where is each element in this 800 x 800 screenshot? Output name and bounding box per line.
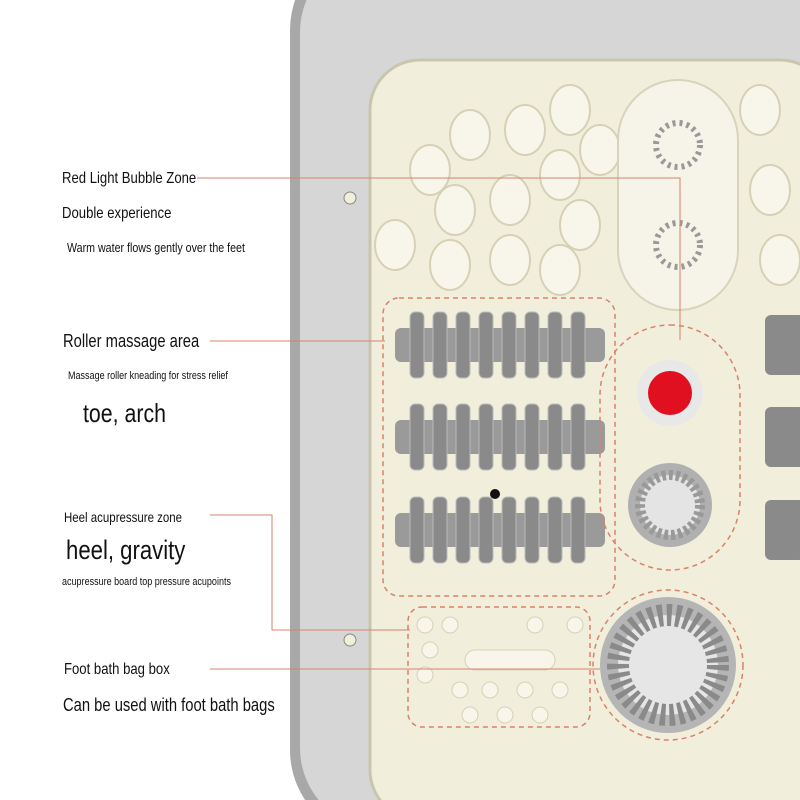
bag-box-title: Foot bath bag box (64, 661, 170, 678)
roller-disc (409, 496, 425, 564)
roller-disc (547, 496, 563, 564)
heel-title: Heel acupressure zone (64, 509, 183, 525)
roller-disc (409, 311, 425, 379)
bubble-zone-pad (617, 79, 739, 311)
roller-disc (501, 311, 517, 379)
massage-stone (579, 124, 621, 176)
bag-box-detail: Can be used with foot bath bags (63, 695, 275, 715)
roller-disc (455, 311, 471, 379)
red-light-outline (599, 324, 741, 571)
roller-disc (524, 496, 540, 564)
roller-disc (524, 403, 540, 471)
drain-grille (635, 470, 705, 540)
bag-box-outline (592, 589, 744, 741)
roller-disc (409, 403, 425, 471)
nub (421, 641, 439, 659)
red-light (648, 371, 692, 415)
massage-stone (559, 199, 601, 251)
roller-disc (547, 403, 563, 471)
massage-stone (504, 104, 546, 156)
massage-stone (489, 234, 531, 286)
heel-highlight: heel, gravity (66, 535, 186, 565)
nub (566, 616, 584, 634)
nub (481, 681, 499, 699)
rivet (343, 191, 357, 205)
nub (416, 616, 434, 634)
nub (516, 681, 534, 699)
rivet (343, 633, 357, 647)
roller-right (765, 315, 800, 375)
massage-stone (539, 149, 581, 201)
leader-red-light (197, 177, 681, 340)
roller-zone-outline (382, 297, 616, 597)
roller-disc (570, 496, 586, 564)
roller-disc (524, 311, 540, 379)
roller-disc (501, 496, 517, 564)
roller-disc (478, 496, 494, 564)
roller-disc (455, 403, 471, 471)
bubble-vent (653, 120, 703, 170)
red-light-subtitle: Double experience (62, 205, 172, 222)
roller-right (765, 407, 800, 467)
massage-stones (374, 84, 800, 296)
dot (490, 489, 500, 499)
massage-stone (409, 144, 451, 196)
nub (551, 681, 569, 699)
nub-bar (464, 649, 556, 671)
leader-lines (197, 177, 681, 670)
massage-stone (374, 219, 416, 271)
massage-stone (449, 109, 491, 161)
roller-disc (432, 403, 448, 471)
roller-disc (501, 403, 517, 471)
roller-detail: Massage roller kneading for stress relie… (68, 370, 228, 382)
massage-stone (429, 239, 471, 291)
massage-stone (489, 174, 531, 226)
leader-heel (210, 514, 410, 631)
massage-stone (759, 234, 800, 286)
roller-highlight: toe, arch (83, 398, 166, 428)
roller-disc (478, 311, 494, 379)
roller-disc (570, 311, 586, 379)
nub (531, 706, 549, 724)
bubble-vent (653, 220, 703, 270)
massage-stone (739, 84, 781, 136)
nub (461, 706, 479, 724)
nub (496, 706, 514, 724)
nub (441, 616, 459, 634)
roller-disc (432, 311, 448, 379)
acupressure-nubs (416, 616, 584, 724)
nub (451, 681, 469, 699)
nub (526, 616, 544, 634)
roller-title: Roller massage area (63, 331, 200, 351)
bag-box-grille (607, 604, 729, 726)
red-light-title: Red Light Bubble Zone (62, 170, 197, 187)
nub (416, 666, 434, 684)
roller-disc (455, 496, 471, 564)
roller-right (765, 500, 800, 560)
massage-stone (434, 184, 476, 236)
massage-stone (549, 84, 591, 136)
red-light-detail: Warm water flows gently over the feet (67, 240, 245, 255)
massage-stone (539, 244, 581, 296)
heel-detail: acupressure board top pressure acupoints (62, 576, 231, 588)
rollers (395, 311, 800, 564)
massage-stone (749, 164, 791, 216)
roller-disc (432, 496, 448, 564)
roller-disc (547, 311, 563, 379)
roller-disc (478, 403, 494, 471)
heel-zone-outline (407, 606, 591, 728)
roller-disc (570, 403, 586, 471)
